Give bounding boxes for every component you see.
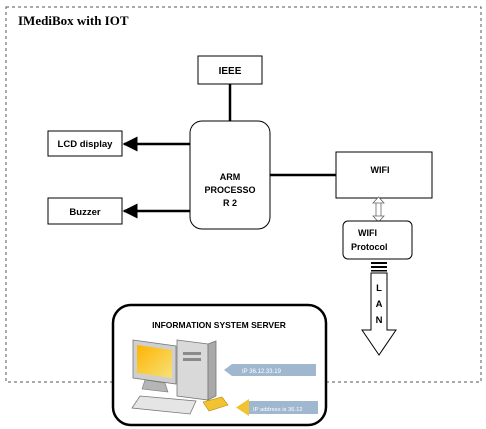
ip-bottom-label: IP address is 36.12 bbox=[253, 407, 303, 413]
buzzer-box bbox=[47, 197, 123, 225]
ip-callout-bottom bbox=[236, 399, 318, 416]
lan-letter-l: L bbox=[376, 283, 382, 294]
ieee-label: IEEE bbox=[219, 66, 242, 77]
arm-label-line1: ARM bbox=[220, 172, 241, 182]
arm-label-line3: R 2 bbox=[223, 198, 237, 208]
buzzer-label: Buzzer bbox=[69, 207, 100, 218]
ip-callout-top bbox=[224, 364, 316, 376]
wifi-protocol-box bbox=[342, 220, 413, 260]
lcd-display-box bbox=[47, 130, 123, 157]
diagram-title: IMediBox with IOT bbox=[18, 13, 129, 28]
wifi-protocol-double-arrow bbox=[372, 196, 385, 223]
server-title: INFORMATION SYSTEM SERVER bbox=[152, 320, 286, 330]
wifi-protocol-label-line1: WIFI bbox=[358, 228, 377, 238]
lan-letter-n: N bbox=[376, 315, 383, 326]
computer-icon bbox=[131, 339, 229, 415]
lcd-display-label: LCD display bbox=[58, 139, 114, 150]
ip-top-label: IP 36.12.33.19 bbox=[242, 369, 282, 375]
lan-arrow bbox=[361, 262, 397, 356]
server-panel bbox=[111, 303, 328, 427]
arm-label-line2: PROCESSO bbox=[204, 185, 255, 195]
wifi-label: WIFI bbox=[371, 165, 390, 175]
wifi-box bbox=[335, 151, 433, 199]
lan-letter-a: A bbox=[376, 299, 383, 310]
wifi-protocol-label-line2: Protocol bbox=[351, 242, 388, 252]
